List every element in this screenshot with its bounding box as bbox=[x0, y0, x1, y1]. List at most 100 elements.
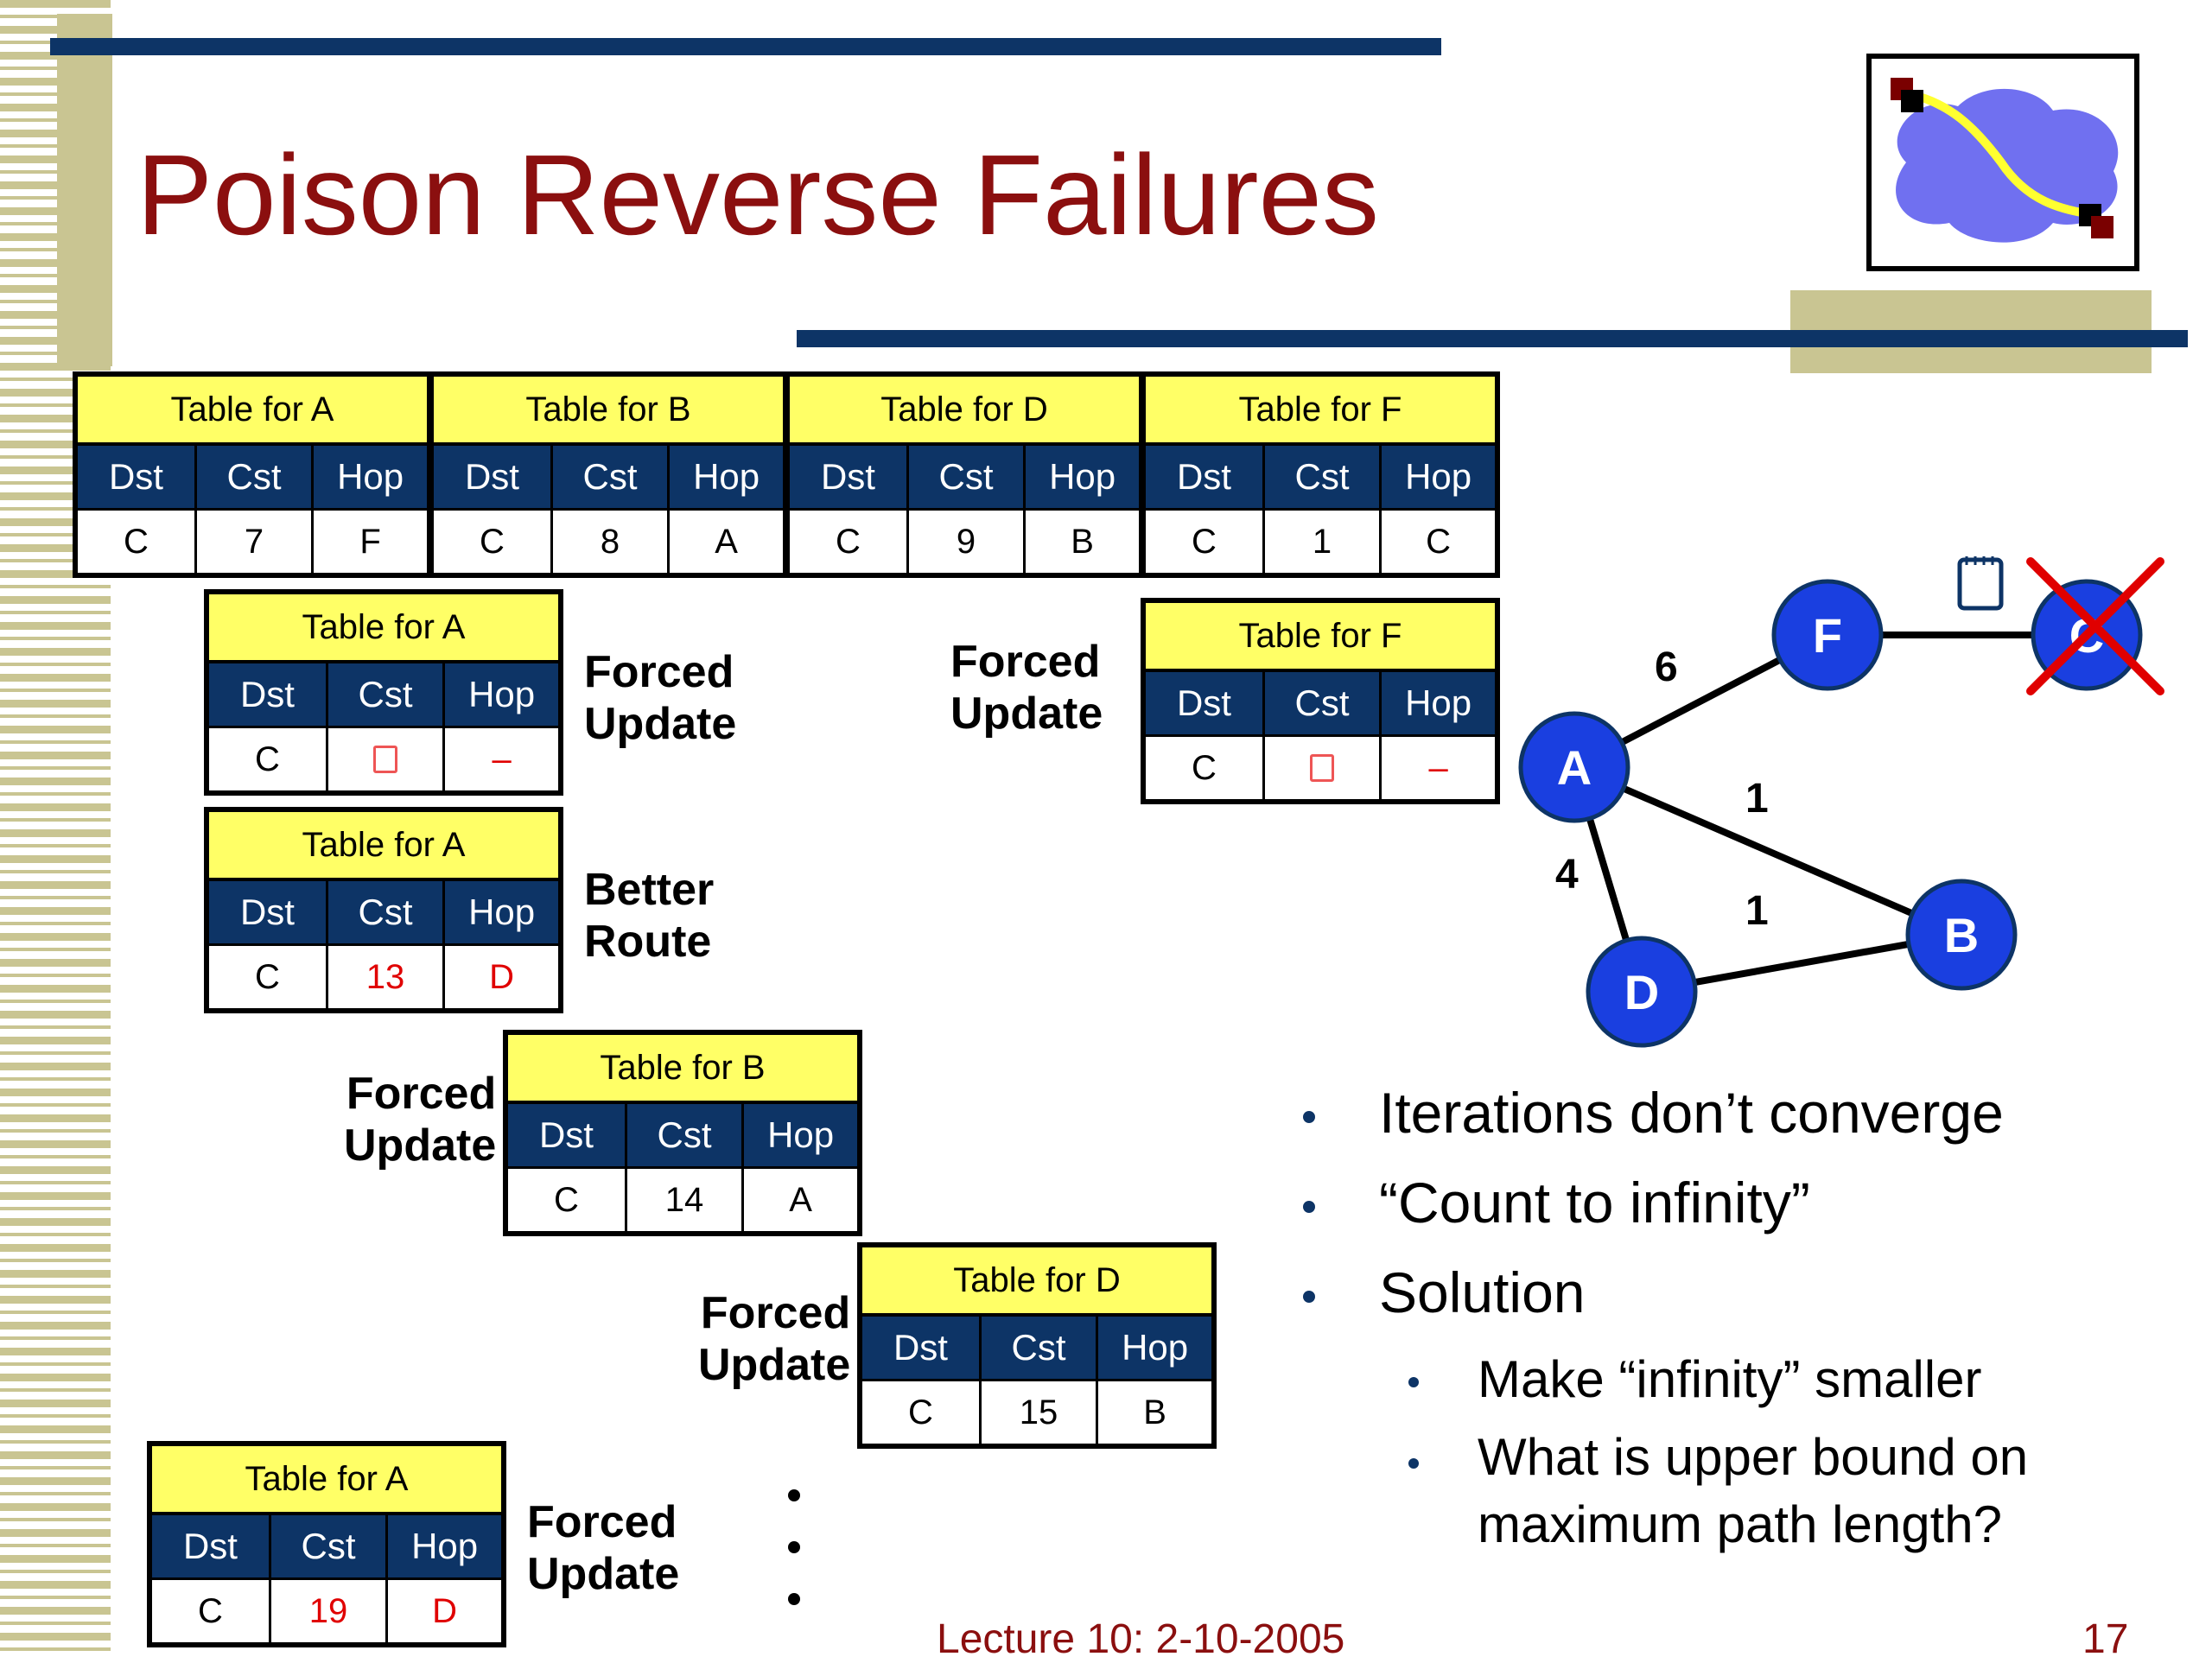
label-line: Update bbox=[698, 1340, 851, 1390]
col-cst: Cst bbox=[980, 1315, 1099, 1381]
cell-hop: C bbox=[1380, 508, 1497, 575]
col-cst: Cst bbox=[1263, 444, 1382, 510]
stripe-block bbox=[57, 14, 112, 366]
node-b bbox=[1905, 879, 2018, 991]
table-title: Table for F bbox=[1143, 600, 1497, 672]
label-forced-update-d1: Forced Update bbox=[698, 1287, 850, 1391]
bullet-text: “Count to infinity” bbox=[1379, 1171, 1810, 1235]
cell-hop: D bbox=[386, 1577, 504, 1645]
col-cst: Cst bbox=[626, 1102, 745, 1168]
infinity-symbol-icon bbox=[1310, 754, 1335, 782]
col-cst: Cst bbox=[327, 879, 446, 945]
col-cst: Cst bbox=[270, 1514, 389, 1579]
col-hop: Hop bbox=[668, 444, 785, 510]
ellipsis-dot bbox=[788, 1593, 800, 1605]
bullet-dot-icon bbox=[1303, 1111, 1315, 1123]
col-hop: Hop bbox=[443, 879, 561, 945]
footer-lecture: Lecture 10: 2-10-2005 bbox=[937, 1616, 1345, 1662]
label-line: Update bbox=[950, 689, 1103, 739]
cell-hop: A bbox=[668, 508, 785, 575]
slide-title: Poison Reverse Failures bbox=[137, 131, 1379, 258]
label-line: Forced bbox=[527, 1497, 677, 1547]
label-forced-update-b1: Forced Update bbox=[344, 1068, 496, 1171]
failure-cross-icon bbox=[2026, 557, 2164, 695]
col-cst: Cst bbox=[1263, 670, 1382, 736]
cell-cst: 1 bbox=[1263, 508, 1382, 575]
table-title: Table for D bbox=[787, 374, 1141, 446]
cell-cst: 8 bbox=[551, 508, 671, 575]
edge-label-af: 6 bbox=[1655, 644, 1678, 690]
node-a bbox=[1518, 711, 1630, 823]
col-dst: Dst bbox=[1143, 670, 1265, 736]
bullet-text: Solution bbox=[1379, 1260, 1586, 1324]
bullet-dot-icon bbox=[1408, 1458, 1419, 1469]
col-cst: Cst bbox=[327, 662, 446, 727]
node-d bbox=[1586, 936, 1698, 1048]
cell-hop: – bbox=[1380, 734, 1497, 802]
table-title: Table for F bbox=[1143, 374, 1497, 446]
label-line: Forced bbox=[950, 637, 1101, 687]
footer-page-number: 17 bbox=[2082, 1616, 2129, 1662]
cell-cst: 15 bbox=[980, 1379, 1099, 1446]
bullet-dot-icon bbox=[1303, 1291, 1315, 1303]
table-title: Table for B bbox=[431, 374, 785, 446]
label-forced-update-f1: Forced Update bbox=[950, 636, 1103, 739]
cell-cst: 14 bbox=[626, 1166, 745, 1234]
bullet-text-line: maximum path length? bbox=[1478, 1495, 2002, 1553]
cell-cst: 9 bbox=[907, 508, 1027, 575]
cell-cst-infinity bbox=[327, 726, 446, 793]
cloud-path-icon bbox=[1891, 78, 2119, 243]
cell-dst: C bbox=[787, 508, 909, 575]
cell-dst: C bbox=[1143, 734, 1265, 802]
col-cst: Cst bbox=[195, 444, 315, 510]
cell-hop: A bbox=[742, 1166, 860, 1234]
cell-dst: C bbox=[431, 508, 553, 575]
cell-dst: C bbox=[505, 1166, 627, 1234]
ellipsis-dot bbox=[788, 1489, 800, 1501]
edge-a-b bbox=[1573, 764, 1963, 938]
label-line: Update bbox=[527, 1549, 680, 1599]
col-dst: Dst bbox=[207, 662, 328, 727]
edge-label-db: 1 bbox=[1745, 888, 1769, 934]
col-hop: Hop bbox=[742, 1102, 860, 1168]
col-hop: Hop bbox=[1380, 670, 1497, 736]
middle-accent-bar bbox=[797, 330, 2188, 347]
ellipsis-dot bbox=[788, 1541, 800, 1553]
cell-cst: 7 bbox=[195, 508, 315, 575]
label-line: Update bbox=[584, 699, 737, 749]
infinity-symbol-icon bbox=[373, 746, 398, 773]
bullet-text: What is upper bound on maximum path leng… bbox=[1478, 1428, 2028, 1558]
col-dst: Dst bbox=[1143, 444, 1265, 510]
label-line: Forced bbox=[700, 1288, 851, 1338]
infinity-notepad-icon bbox=[1957, 556, 2004, 611]
label-line: Route bbox=[584, 917, 712, 967]
cell-hop: D bbox=[443, 943, 561, 1011]
cell-dst: C bbox=[149, 1577, 271, 1645]
cell-dst: C bbox=[1143, 508, 1265, 575]
node-f bbox=[1771, 579, 1884, 691]
col-dst: Dst bbox=[431, 444, 553, 510]
table-title: Table for A bbox=[75, 374, 429, 446]
col-hop: Hop bbox=[386, 1514, 504, 1579]
node-label-a: A bbox=[1557, 740, 1592, 795]
label-forced-update-a1: Forced Update bbox=[584, 646, 736, 750]
node-label-d: D bbox=[1624, 965, 1659, 1019]
bullet-text: Iterations don’t converge bbox=[1379, 1081, 2004, 1145]
cell-cst: 19 bbox=[270, 1577, 389, 1645]
label-better-route: Better Route bbox=[584, 864, 714, 968]
edge-label-ab: 1 bbox=[1745, 776, 1769, 822]
node-label-f: F bbox=[1813, 608, 1842, 663]
cell-cst: 13 bbox=[327, 943, 446, 1011]
table-title: Table for A bbox=[149, 1444, 504, 1515]
col-dst: Dst bbox=[207, 879, 328, 945]
label-line: Forced bbox=[584, 647, 734, 697]
network-graph: 6 1 4 1 A F C B D bbox=[1518, 556, 2164, 1048]
